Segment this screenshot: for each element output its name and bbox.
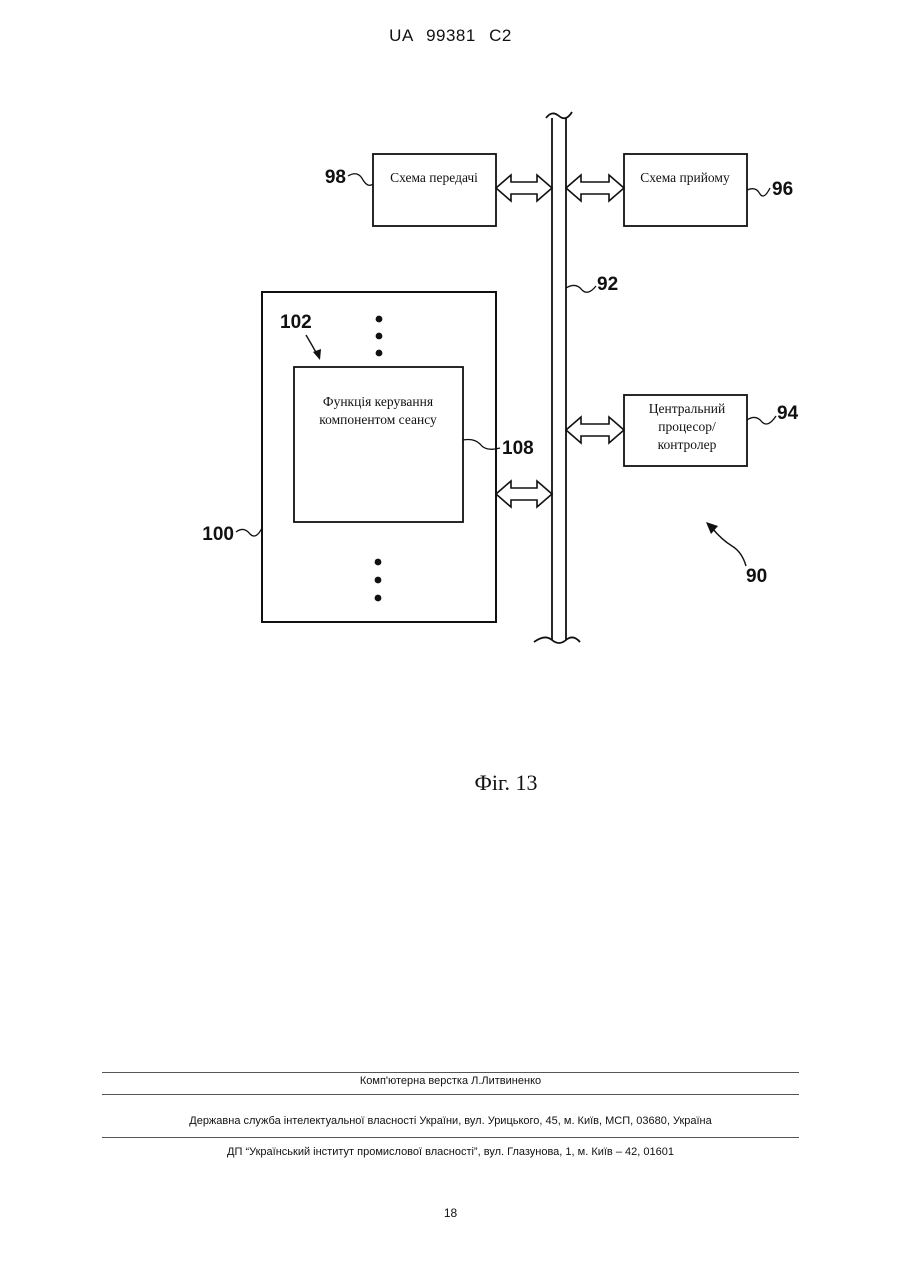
footer-divider <box>102 1072 799 1073</box>
receive-bus-arrow <box>566 175 624 201</box>
receive-ref-leader <box>747 188 770 196</box>
transmit-ref-number: 98 <box>325 167 346 188</box>
session-ref-number: 108 <box>502 438 534 459</box>
footer-institute: ДП “Український інститут промислової вла… <box>0 1146 901 1158</box>
bus-ref-leader <box>566 285 596 292</box>
receive-circuit-label: Схема прийому <box>640 170 730 185</box>
ellipsis-dot <box>375 577 382 584</box>
page-number: 18 <box>0 1206 901 1220</box>
ellipsis-dot <box>376 316 383 323</box>
cpu-ref-number: 94 <box>777 403 799 424</box>
cpu-ref-leader <box>747 416 776 424</box>
transmit-ref-leader <box>348 174 373 186</box>
transmit-circuit-box: Схема передачі <box>373 154 496 226</box>
footer-layout-credit: Комп'ютерна верстка Л.Литвиненко <box>0 1075 901 1087</box>
memory-bus-arrow <box>496 481 552 507</box>
cpu-label-line-3: контролер <box>658 437 717 452</box>
ellipsis-dot <box>376 333 383 340</box>
cpu-box: Центральний процесор/ контролер <box>624 395 747 466</box>
transmit-circuit-label: Схема передачі <box>390 170 478 185</box>
block-diagram: Схема передачі 98 Схема прийому 96 92 Це… <box>0 0 901 820</box>
footer-divider <box>102 1137 799 1138</box>
bus-ref-number: 92 <box>597 274 618 295</box>
ellipsis-dot <box>375 595 382 602</box>
footer-agency: Державна служба інтелектуальної власност… <box>0 1115 901 1127</box>
session-control-label-line-1: Функція керування <box>323 394 433 409</box>
session-control-box: Функція керування компонентом сеансу <box>294 367 463 522</box>
figure-caption: Фіг. 13 <box>474 770 537 795</box>
system-ref-arrow <box>712 528 746 566</box>
receive-circuit-box: Схема прийому <box>624 154 747 226</box>
ellipsis-dot <box>376 350 383 357</box>
cpu-label-line-2: процесор/ <box>658 419 716 434</box>
footer-divider <box>102 1094 799 1095</box>
ellipsis-dot <box>375 559 382 566</box>
cpu-bus-arrow <box>566 417 624 443</box>
cpu-label-line-1: Центральний <box>649 401 725 416</box>
receive-ref-number: 96 <box>772 179 793 200</box>
pointer-ref-number: 102 <box>280 312 312 333</box>
memory-ref-number: 100 <box>202 524 234 545</box>
session-control-label-line-2: компонентом сеансу <box>319 412 437 427</box>
transmit-bus-arrow <box>496 175 552 201</box>
memory-ref-leader <box>236 528 262 536</box>
system-ref-number: 90 <box>746 566 767 587</box>
